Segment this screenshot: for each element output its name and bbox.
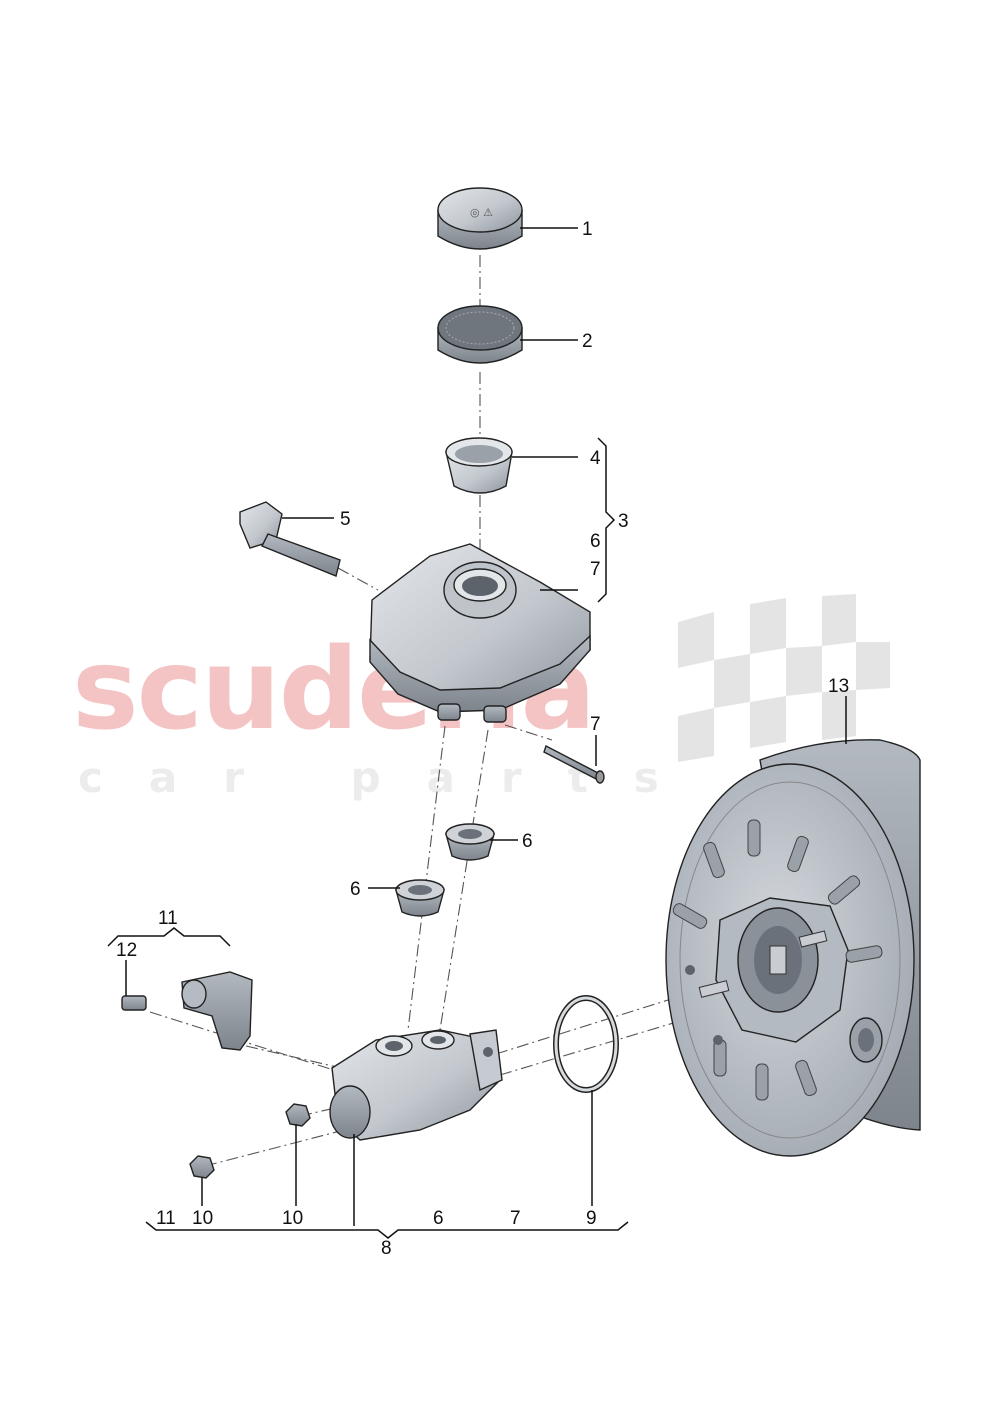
callout-7-bracket: 7 <box>590 559 601 580</box>
nut-lower <box>189 1155 215 1179</box>
screw <box>121 995 147 1011</box>
callout-9: 9 <box>586 1208 597 1229</box>
watermark-tagline: car parts <box>78 753 705 802</box>
retaining-pin <box>543 745 605 784</box>
callout-3: 3 <box>618 511 629 532</box>
grommet-lower <box>395 879 445 917</box>
callout-6-bracket: 6 <box>590 531 601 552</box>
callout-11-top: 11 <box>158 908 178 929</box>
nut-upper <box>285 1103 311 1127</box>
callout-10-mid: 10 <box>282 1208 303 1229</box>
callout-12: 12 <box>116 940 137 961</box>
reservoir-cap: ◎ ⚠ <box>437 187 523 250</box>
callout-6-upper: 6 <box>522 831 533 852</box>
brake-fluid-reservoir <box>369 543 591 723</box>
watermark-checkered-flag <box>678 594 890 762</box>
callout-6-bottom: 6 <box>433 1208 444 1229</box>
callout-2: 2 <box>582 331 593 352</box>
pressure-sensor-bracket <box>181 971 253 1051</box>
level-sensor <box>239 501 341 577</box>
leader-lines <box>107 227 847 1239</box>
callout-7-bottom: 7 <box>510 1208 521 1229</box>
insert-sleeve <box>445 437 513 494</box>
callout-7-pin: 7 <box>590 714 601 735</box>
callout-6-lower: 6 <box>350 879 361 900</box>
callout-5: 5 <box>340 509 351 530</box>
grommet-upper <box>445 823 495 861</box>
filter-cap <box>437 305 523 364</box>
brake-master-cylinder <box>329 1029 503 1141</box>
callout-1: 1 <box>582 219 593 240</box>
brake-booster <box>665 739 921 1157</box>
callout-13: 13 <box>828 676 849 697</box>
callout-8: 8 <box>381 1238 392 1259</box>
callout-4: 4 <box>590 448 601 469</box>
svg-text:◎ ⚠: ◎ ⚠ <box>470 206 493 219</box>
callout-10-left: 10 <box>192 1208 213 1229</box>
callout-11-bottom: 11 <box>156 1208 176 1229</box>
